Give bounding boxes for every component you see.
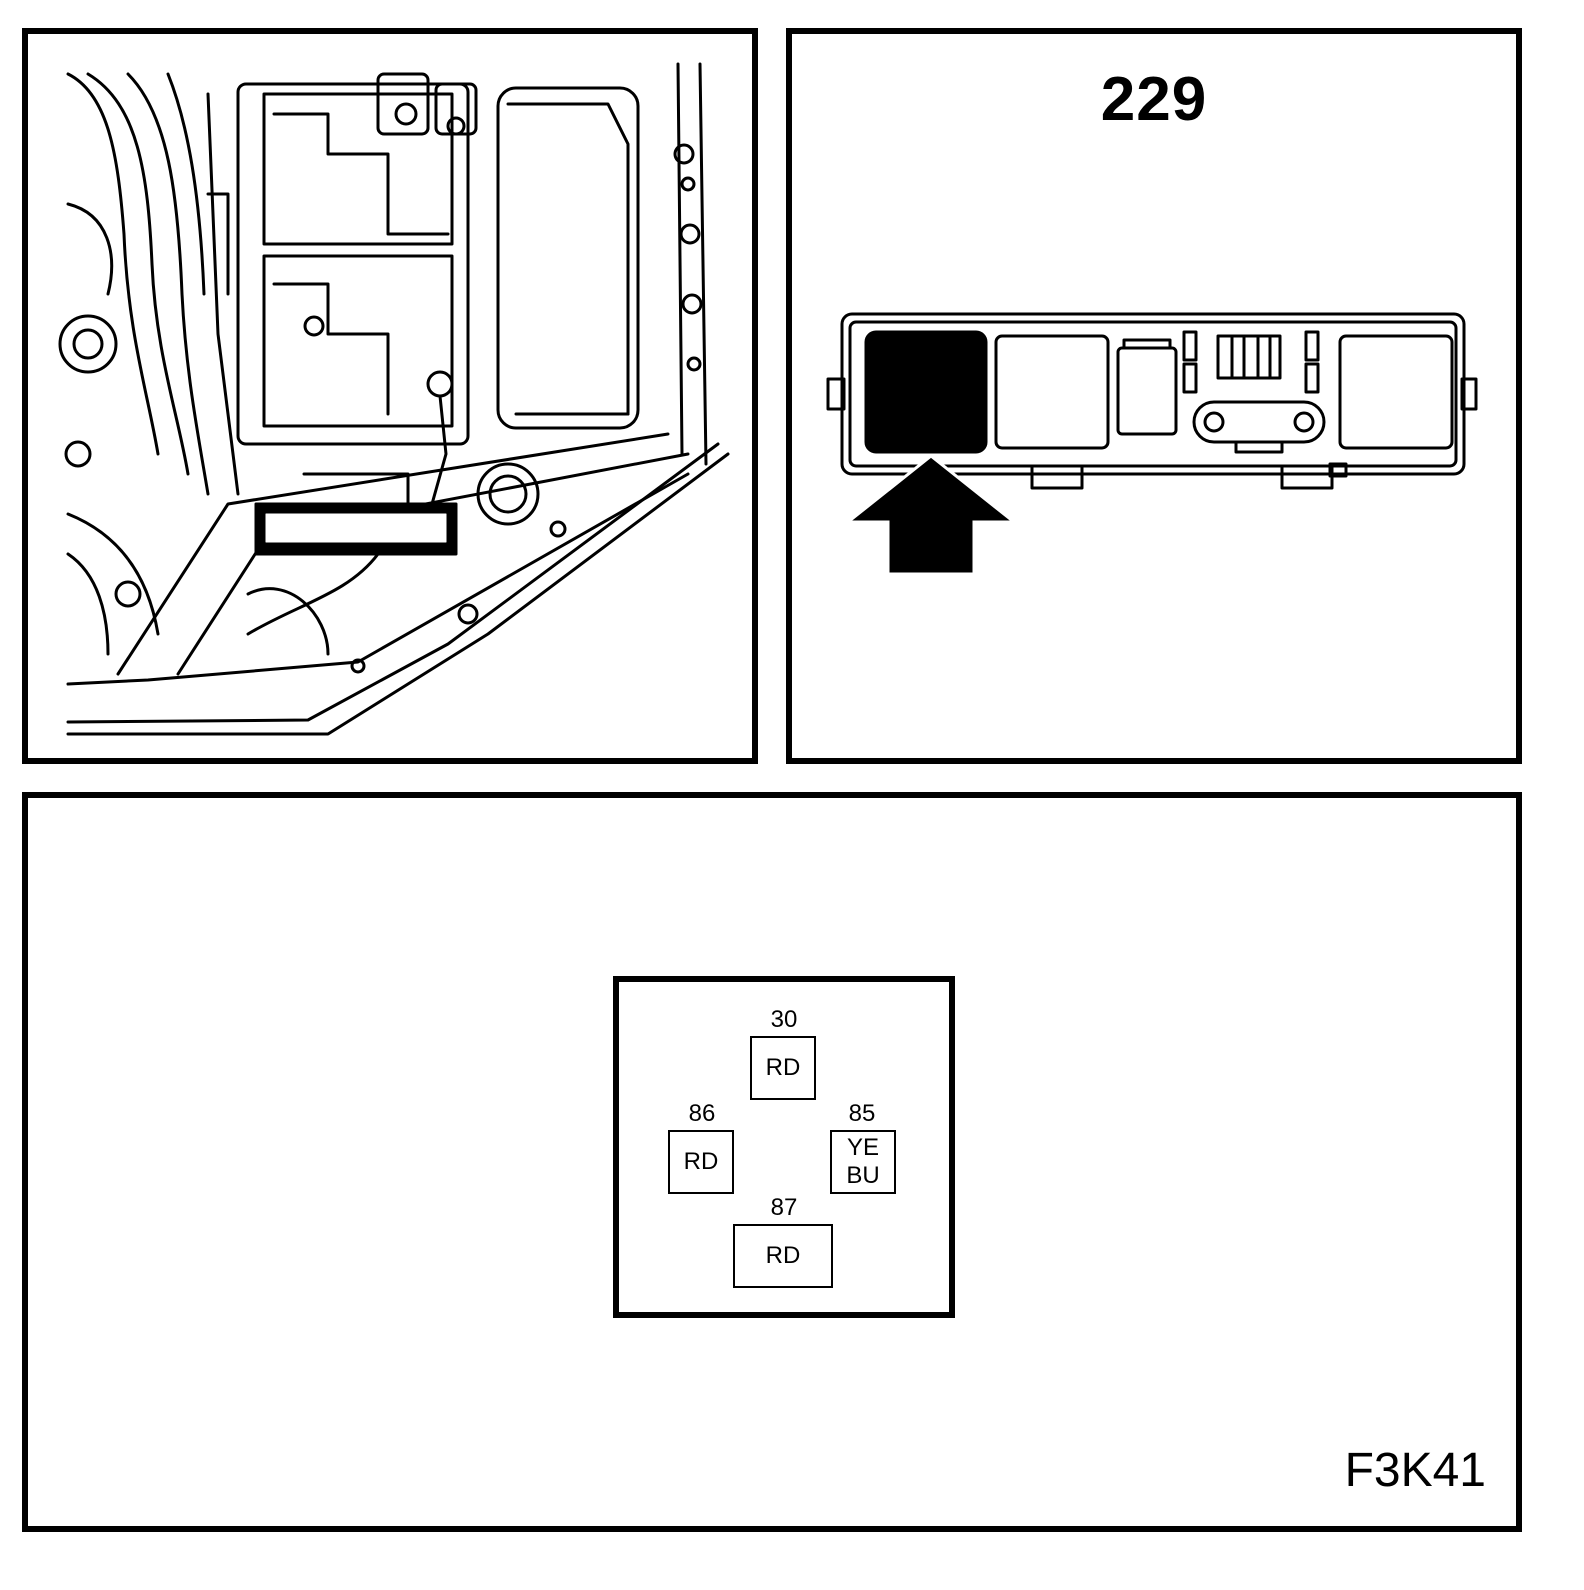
relay-connector: 30 RD 86 RD 85 YE BU 87 RD	[613, 976, 955, 1318]
pin-86-number: 86	[688, 1100, 716, 1127]
pin-86-cavity: RD	[668, 1130, 734, 1194]
pin-30-wire-color: RD	[765, 1054, 801, 1081]
pin-86-wire-color: RD	[683, 1148, 719, 1175]
pin-85-wire-color-2: BU	[846, 1162, 880, 1189]
highlighted-relay-slot	[864, 330, 988, 454]
pin-87-number: 87	[770, 1194, 798, 1221]
pin-30-cavity: RD	[750, 1036, 816, 1100]
fuse-box-drawing	[826, 312, 1478, 490]
pin-87-wire-color: RD	[765, 1242, 801, 1269]
component-number: 229	[1100, 65, 1208, 134]
pin-30-number: 30	[770, 1006, 798, 1033]
engine-compartment-panel	[22, 28, 758, 764]
pin-85-cavity: YE BU	[830, 1130, 896, 1194]
relay-pinout-panel: 30 RD 86 RD 85 YE BU 87 RD F3K41	[22, 792, 1522, 1532]
pin-85-number: 85	[848, 1100, 876, 1127]
fuse-box-locator-panel: 229	[786, 28, 1522, 764]
arrow-icon	[846, 456, 1016, 576]
pin-87-cavity: RD	[733, 1224, 833, 1288]
engine-compartment-drawing	[58, 62, 730, 736]
pin-85-wire-color-1: YE	[846, 1134, 879, 1161]
figure-code: F3K41	[1344, 1444, 1486, 1497]
